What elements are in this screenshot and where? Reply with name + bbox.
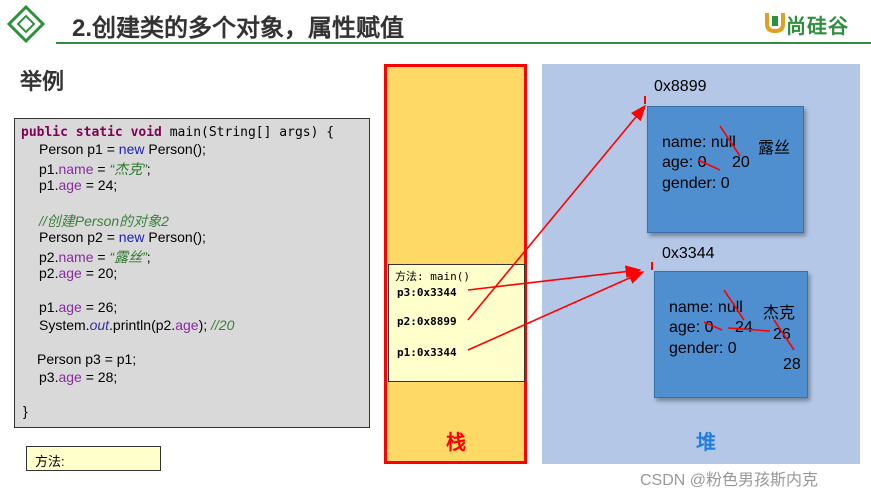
code-line-3: p1.name = “杰克”; (39, 161, 151, 177)
code-line-4: p1.age = 24; (39, 177, 118, 193)
object-1-age: age: 0 (662, 154, 707, 171)
object-2-name: name: null (669, 299, 743, 316)
object-2-gender: gender: 0 (669, 340, 737, 357)
frame-title: 方法: main() (395, 270, 470, 283)
page-title: 2.创建类的多个对象，属性赋值 (72, 15, 405, 42)
main-stack-frame: 方法: main() p3:0x3344 p2:0x8899 p1:0x3344 (388, 264, 525, 382)
object-1-name: name: null (662, 134, 736, 151)
stack-label: 栈 (446, 432, 466, 454)
object-2-name-new: 杰克 (763, 305, 796, 322)
header-divider (56, 42, 871, 44)
code-line-1: public static void main(String[] args) { (21, 125, 335, 140)
watermark: CSDN @粉色男孩斯内克 (640, 472, 819, 489)
section-label: 举例 (20, 69, 65, 94)
code-line-7: p2.name = “露丝”; (39, 249, 151, 265)
object-1-age-new: 20 (732, 154, 750, 171)
code-line-12: p3.age = 28; (39, 369, 118, 385)
method-area-box: 方法: (26, 446, 161, 471)
stack-var-p1: p1:0x3344 (397, 346, 457, 359)
code-line-8: p2.age = 20; (39, 265, 118, 281)
code-line-11: Person p3 = p1; (37, 351, 137, 367)
object-2-address: 0x3344 (662, 245, 715, 262)
object-1-name-new: 露丝 (758, 140, 791, 157)
code-line-2: Person p1 = new Person(); (39, 141, 206, 157)
object-2-age-v1: 24 (735, 319, 753, 336)
code-block: public static void main(String[] args) {… (14, 118, 370, 428)
object-1-address: 0x8899 (654, 78, 707, 95)
object-1-gender: gender: 0 (662, 175, 730, 192)
code-line-9: p1.age = 26; (39, 299, 118, 315)
object-2-age: age: 0 (669, 319, 714, 336)
code-line-10: System.out.println(p2.age); //20 (39, 317, 235, 333)
header-bar (0, 0, 871, 46)
method-area-label: 方法: (35, 454, 65, 469)
code-line-6: Person p2 = new Person(); (39, 229, 206, 245)
diamond-logo-icon (6, 4, 46, 44)
heap-object-2: name: null 杰克 age: 0 24 26 28 gender: 0 (654, 271, 808, 398)
brand-u-icon (765, 13, 785, 34)
stack-var-p3: p3:0x3344 (397, 286, 457, 299)
object-2-age-v3: 28 (783, 356, 801, 373)
code-line-5: //创建Person的对象2 (39, 213, 169, 229)
heap-label: 堆 (696, 432, 716, 454)
code-line-13: } (23, 403, 28, 419)
heap-object-1: name: null 露丝 age: 0 20 gender: 0 (647, 106, 804, 233)
stack-var-p2: p2:0x8899 (397, 315, 457, 328)
object-2-age-v2: 26 (773, 326, 791, 343)
brand-logo-text: 尚硅谷 (786, 16, 849, 38)
